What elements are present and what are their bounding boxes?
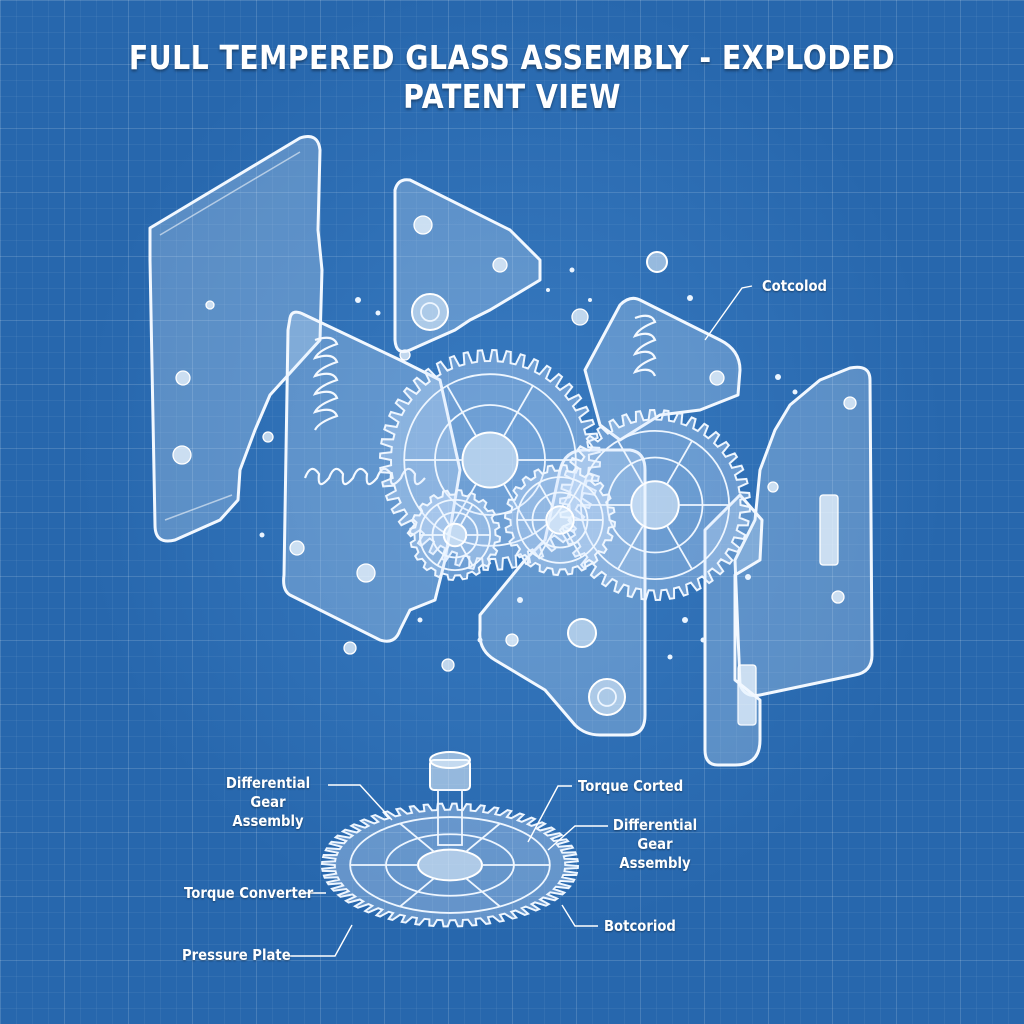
pinion-shaft: [429, 751, 471, 846]
glass-panel-right-center: [583, 296, 742, 442]
glass-panel-right: [733, 365, 874, 726]
bottom-differential-gear: [320, 751, 580, 928]
glass-panel-left: [148, 135, 324, 543]
central-gear-cluster: [378, 348, 752, 602]
callout-torque-corted: Torque Corted: [578, 777, 684, 795]
diagram-title: FULL TEMPERED GLASS ASSEMBLY - EXPLODED …: [128, 38, 896, 116]
callout-differential-gear-right: Differential Gear Assembly: [612, 816, 698, 872]
small-gear-middle: [503, 463, 617, 577]
bottom-ring-gear: [320, 802, 580, 928]
callout-differential-gear-left: Differential Gear Assembly: [225, 774, 311, 830]
glass-panel-top-center: [393, 178, 542, 354]
callout-pressure-plate: Pressure Plate: [182, 946, 291, 964]
callout-leader-lines: [288, 285, 753, 957]
small-gear-lower-left: [408, 488, 502, 582]
large-gear-center-left: [378, 348, 602, 572]
callout-top-right: Cotcolod: [762, 277, 828, 295]
callout-botcoriod: Botcoriod: [604, 917, 676, 935]
callout-torque-converter: Torque Converter: [184, 884, 314, 902]
loose-fasteners: [259, 251, 798, 672]
